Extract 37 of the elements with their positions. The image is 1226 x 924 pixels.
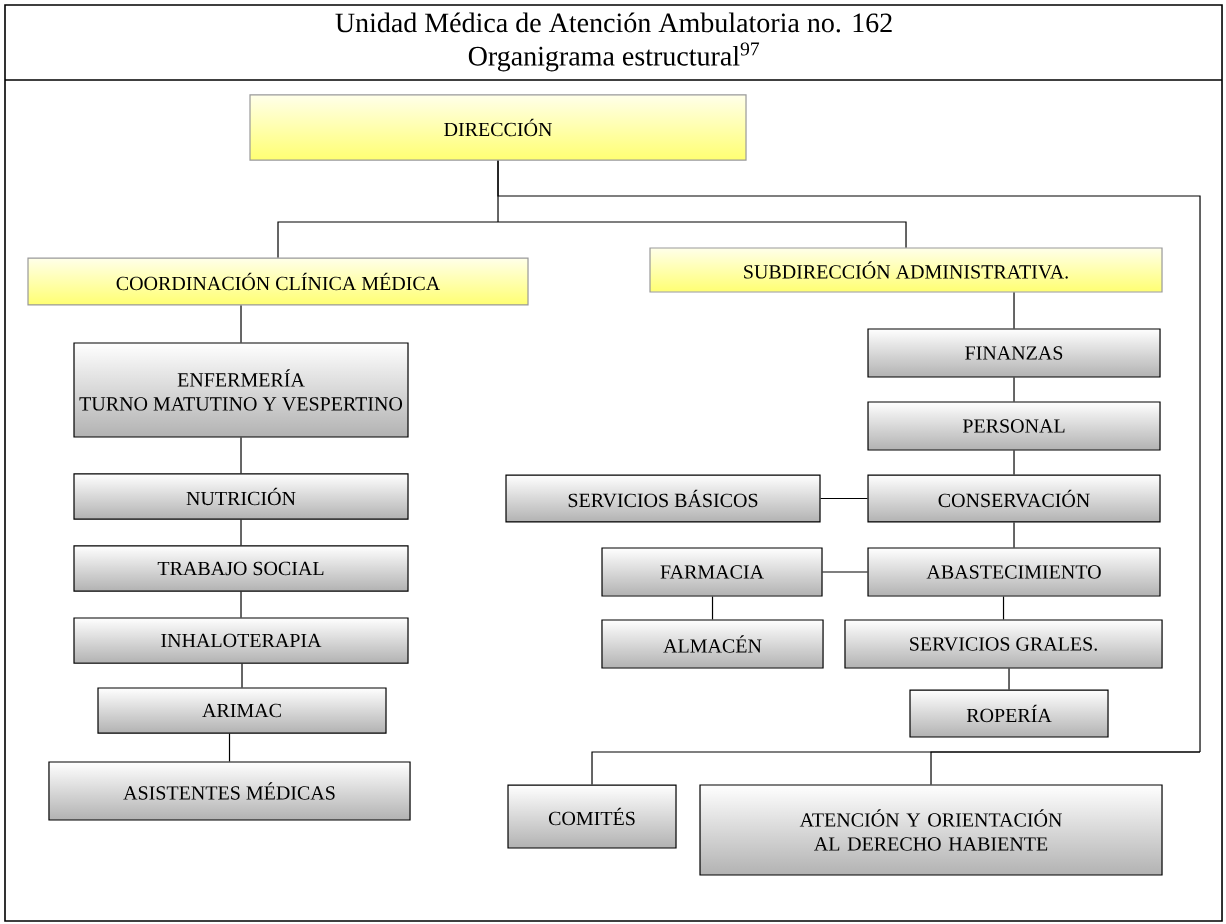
connector-line xyxy=(497,160,1201,786)
connector-line xyxy=(228,733,231,762)
unit-box: ENFERMERÍA TURNO MATUTINO Y VESPERTINO xyxy=(73,342,409,438)
unit-box: ARIMAC xyxy=(97,687,387,734)
connector-line xyxy=(1002,596,1005,620)
unit-box: ATENCIÓN Y ORIENTACIÓN AL DERECHO HABIENTE xyxy=(699,784,1163,876)
unit-box: SERVICIOS BÁSICOS xyxy=(505,474,821,523)
unit-box: COMITÉS xyxy=(507,784,677,849)
connector-line xyxy=(240,437,242,474)
heading-box: DIRECCIÓN xyxy=(249,94,747,161)
connector-line xyxy=(1008,668,1010,691)
heading-box: SUBDIRECCIÓN ADMINISTRATIVA. xyxy=(649,247,1163,293)
unit-box: ABASTECIMIENTO xyxy=(867,547,1161,597)
connector-line xyxy=(1013,292,1015,329)
unit-box: INHALOTERAPIA xyxy=(73,617,409,664)
unit-box: TRABAJO SOCIAL xyxy=(73,545,409,592)
connector-line xyxy=(1013,377,1015,402)
connector-line xyxy=(1013,521,1015,548)
connector-line xyxy=(240,519,242,546)
unit-box: NUTRICIÓN xyxy=(73,473,409,520)
unit-box: ALMACÉN xyxy=(601,619,824,669)
unit-box: PERSONAL xyxy=(867,401,1161,451)
connector-line xyxy=(711,596,714,620)
unit-box: ROPERÍA xyxy=(909,689,1109,738)
connector-line xyxy=(240,304,242,343)
connector-line xyxy=(241,663,243,688)
unit-box: ASISTENTES MÉDICAS xyxy=(48,761,411,821)
heading-box: COORDINACIÓN CLÍNICA MÉDICA xyxy=(27,257,529,306)
connector-line xyxy=(820,497,868,500)
connector-line xyxy=(1013,450,1015,476)
unit-box: SERVICIOS GRALES. xyxy=(844,619,1163,669)
unit-box: FARMACIA xyxy=(601,547,823,597)
connector-line xyxy=(822,571,868,573)
unit-box: FINANZAS xyxy=(867,328,1161,378)
connector-line xyxy=(240,591,242,618)
title: Unidad Médica de Atención Ambulatoria no. 162 Organigrama estructural$^{97}$ xyxy=(335,12,892,72)
unit-box: CONSERVACIÓN xyxy=(867,474,1161,523)
